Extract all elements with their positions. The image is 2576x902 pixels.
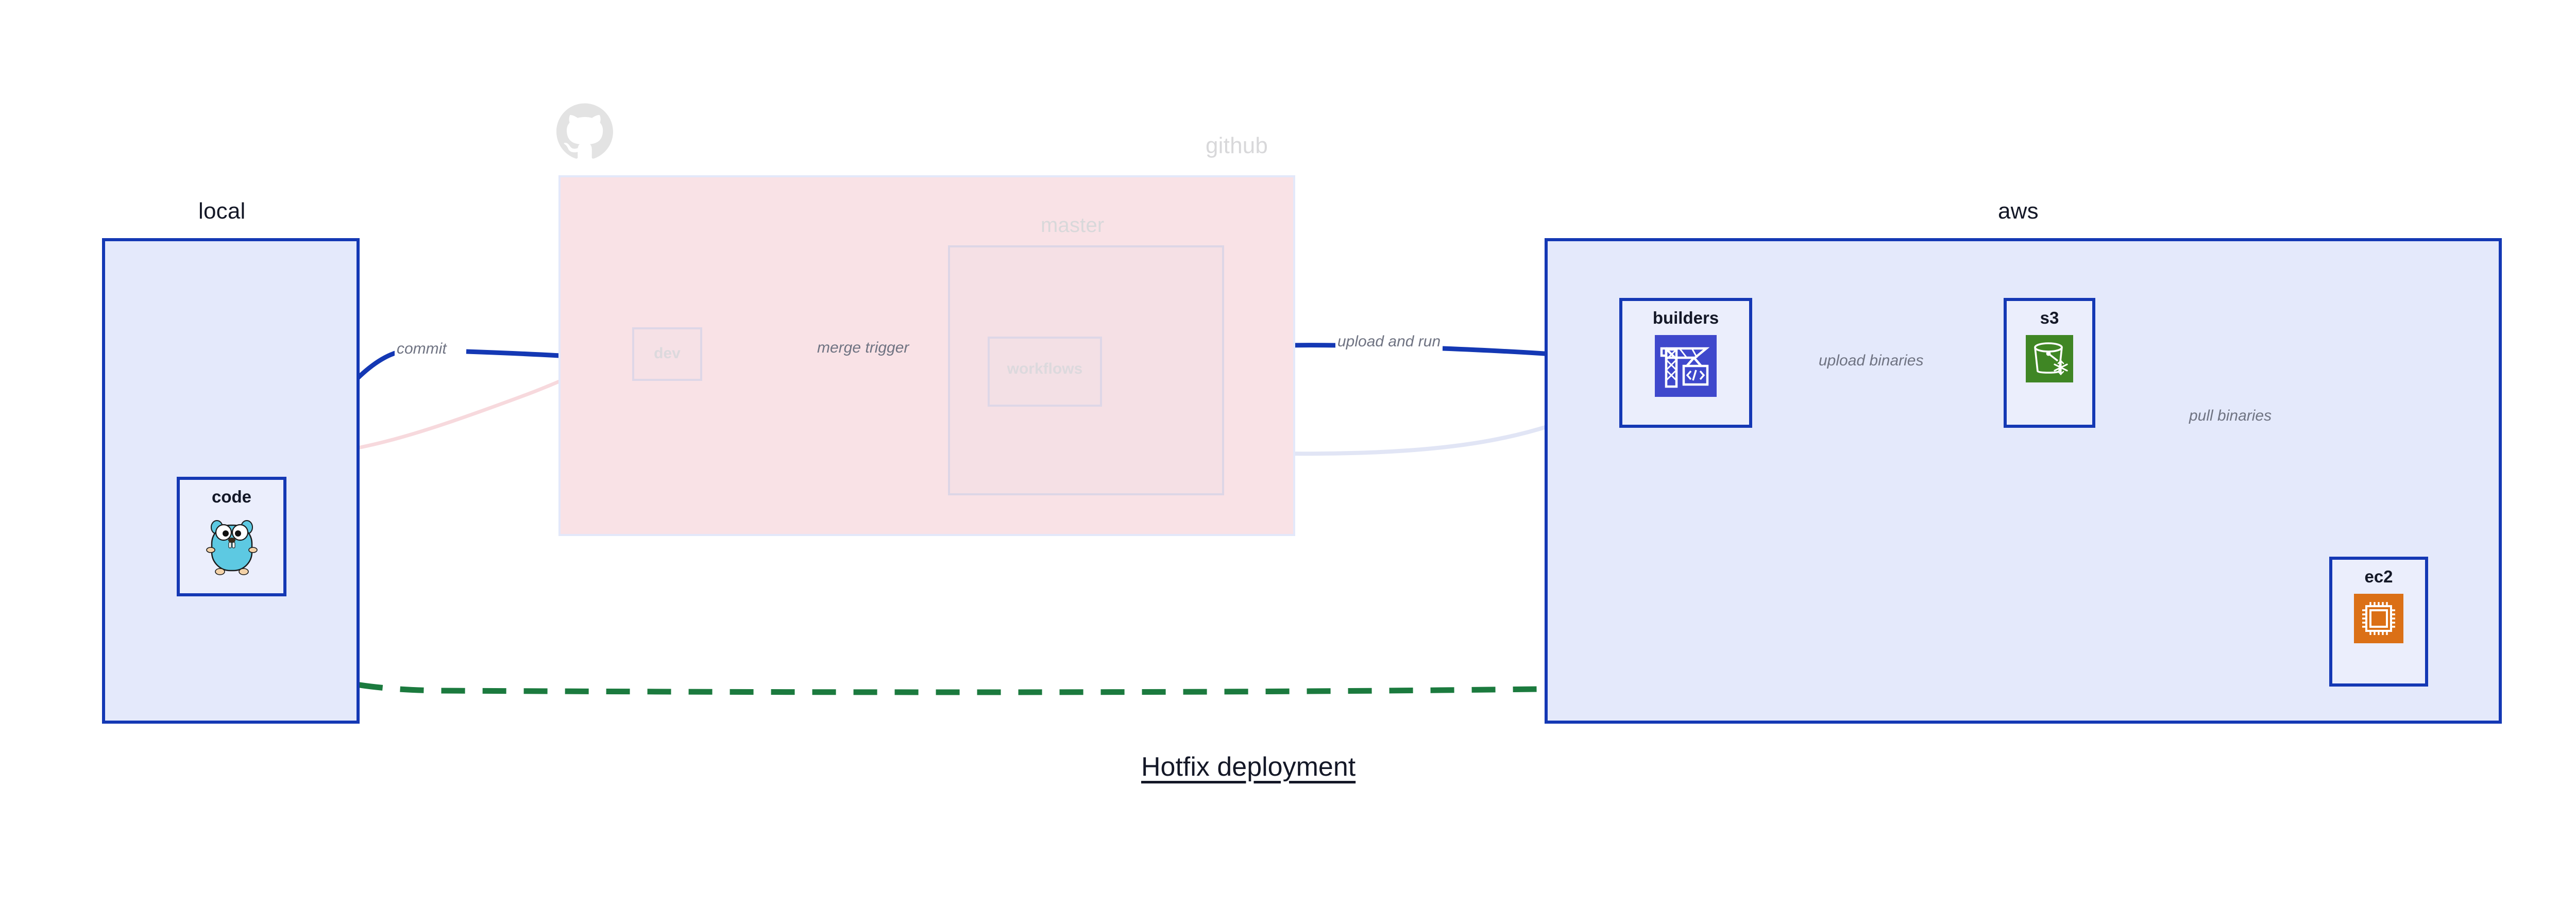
github-octocat-icon [556,102,613,164]
node-s3[interactable]: s3 [2004,298,2095,428]
aws-ec2-icon [2354,594,2403,646]
node-ec2[interactable]: ec2 [2329,557,2428,687]
node-workflows-label: workflows [1007,360,1083,377]
node-builders[interactable]: builders [1619,298,1752,428]
group-local-title: local [198,198,246,224]
group-aws-title: aws [1998,198,2039,224]
node-s3-label: s3 [2040,308,2059,327]
group-github-title: github [1206,133,1268,158]
edge-label-commit: commit [395,340,449,358]
edge-label-merge-trigger: merge trigger [815,339,911,357]
node-dev[interactable]: dev [632,327,702,381]
node-code[interactable]: code [177,477,286,596]
node-ec2-label: ec2 [2364,567,2393,586]
diagram-title: Hotfix deployment [1141,752,1356,782]
group-master-title: master [1041,214,1105,237]
aws-s3-glacier-icon [2026,335,2073,385]
go-gopher-icon [204,514,260,578]
group-github [558,175,1295,536]
node-workflows[interactable]: workflows [988,337,1102,407]
edge-label-upload-and-run: upload and run [1335,333,1443,350]
edge-label-upload-binaries: upload binaries [1817,352,1926,370]
edge-label-pull-binaries: pull binaries [2187,407,2274,425]
node-builders-label: builders [1652,308,1719,327]
aws-codebuild-icon [1655,335,1717,399]
group-master [948,245,1224,495]
node-dev-label: dev [654,345,681,362]
node-code-label: code [211,487,252,506]
